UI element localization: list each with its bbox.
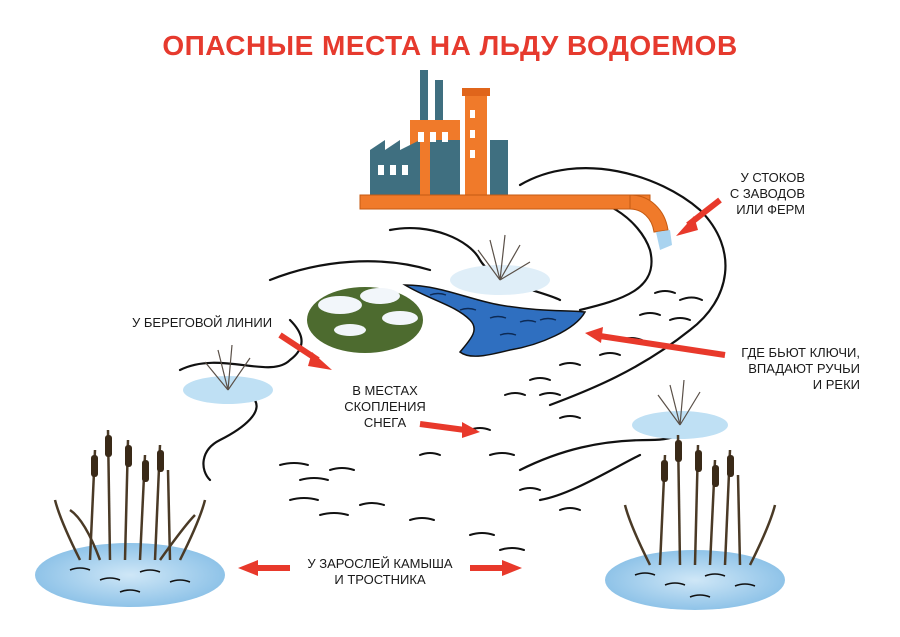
label-shoreline: У БЕРЕГОВОЙ ЛИНИИ	[132, 315, 273, 330]
shoreline-outline	[178, 167, 727, 502]
arrow-reeds-left	[238, 560, 290, 576]
drain-pipe-icon	[359, 194, 672, 250]
snowy-bush-icon	[450, 234, 550, 295]
snowy-bush-icon	[632, 379, 728, 439]
reed-cluster-icon	[35, 429, 225, 607]
snowy-bush-icon	[183, 344, 273, 404]
arrow-springs	[585, 327, 726, 358]
stream-icon	[402, 284, 587, 357]
factory-icon	[370, 70, 508, 195]
arrow-snow	[419, 421, 480, 438]
arrow-reeds-right	[470, 560, 522, 576]
arrow-shoreline	[278, 332, 332, 370]
page-title: ОПАСНЫЕ МЕСТА НА ЛЬДУ ВОДОЕМОВ	[162, 30, 738, 61]
snowy-bush-icon	[307, 287, 423, 353]
reed-cluster-icon	[605, 434, 785, 610]
arrow-drains	[676, 197, 722, 236]
